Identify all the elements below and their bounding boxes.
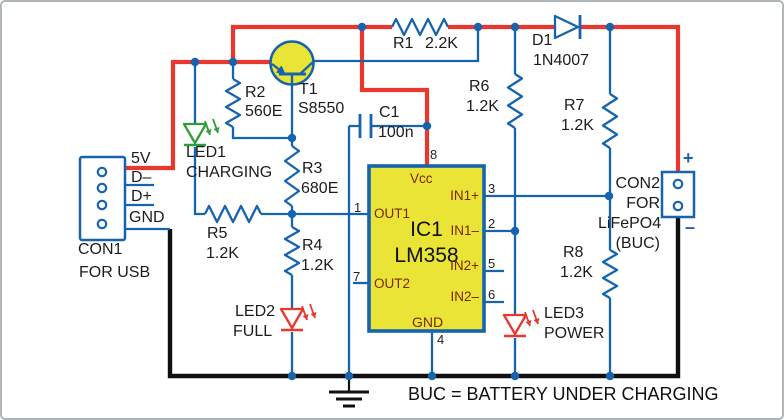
r7-value-label: 1.2K bbox=[561, 117, 594, 134]
d1-value-label: 1N4007 bbox=[533, 52, 590, 69]
r2-value-label: 560E bbox=[245, 103, 283, 120]
con2-desc1-label: FOR bbox=[626, 195, 660, 212]
led3-light-arrows bbox=[524, 309, 540, 327]
ic1-pin4-number: 4 bbox=[437, 332, 445, 347]
r3-value-label: 680E bbox=[301, 180, 339, 197]
ic1-pin-in1p-name: IN1+ bbox=[450, 188, 479, 203]
wire-led1-to-r5 bbox=[193, 147, 205, 216]
led1-function-label: CHARGING bbox=[186, 164, 273, 181]
r5-ref-label: R5 bbox=[207, 225, 228, 242]
ic1-pin1-number: 1 bbox=[354, 200, 362, 215]
con1-pin-dplus-label: D+ bbox=[131, 188, 152, 205]
r2-ref-label: R2 bbox=[245, 84, 266, 101]
ic1-ref-label: IC1 bbox=[410, 218, 443, 241]
r6-ref-label: R6 bbox=[469, 78, 490, 95]
ic1-pin5-number: 5 bbox=[488, 256, 496, 271]
ic1-pin-out2-name: OUT2 bbox=[374, 276, 411, 291]
ic1-pin3-number: 3 bbox=[488, 181, 496, 196]
wire-top-rail-left bbox=[230, 24, 392, 62]
resistor-r7-symbol bbox=[601, 93, 619, 149]
led1-light-arrows bbox=[204, 118, 220, 136]
junction-dots bbox=[190, 22, 615, 381]
led2-light-arrows bbox=[301, 303, 317, 321]
led3-symbol bbox=[502, 309, 540, 338]
wire-top-rail-to-con2 bbox=[580, 24, 681, 172]
r6-value-label: 1.2K bbox=[466, 98, 499, 115]
con2-desc3-label: (BUC) bbox=[615, 235, 660, 252]
con1-pin-gnd-label: GND bbox=[129, 209, 165, 226]
led2-function-label: FULL bbox=[233, 323, 273, 340]
resistor-symbols bbox=[203, 17, 619, 299]
c1-ref-label: C1 bbox=[379, 104, 400, 121]
resistor-r4-symbol bbox=[283, 226, 301, 276]
ic1-pin-in1n-name: IN1– bbox=[450, 223, 479, 238]
ic1-pin7-number: 7 bbox=[353, 269, 361, 284]
led1-ref-label: LED1 bbox=[186, 144, 227, 161]
ic1-pin-vcc-name: Vcc bbox=[410, 171, 433, 186]
transistor-t1-symbol bbox=[269, 40, 315, 86]
resistor-r3-symbol bbox=[283, 145, 301, 207]
t1-ref-label: T1 bbox=[299, 81, 318, 98]
con1-desc-label: FOR USB bbox=[79, 264, 151, 281]
resistor-r1-symbol bbox=[390, 17, 450, 37]
ic1-pin8-number: 8 bbox=[430, 147, 438, 162]
r3-ref-label: R3 bbox=[302, 160, 323, 177]
con1-pin-5v-label: 5V bbox=[131, 150, 151, 167]
r4-value-label: 1.2K bbox=[301, 257, 334, 274]
ic1-part-label: LM358 bbox=[394, 244, 459, 267]
led3-function-label: POWER bbox=[544, 325, 605, 342]
signal-wires bbox=[125, 27, 612, 376]
r5-value-label: 1.2K bbox=[206, 245, 239, 262]
con2-desc2-label: LiFePO4 bbox=[598, 215, 662, 232]
led2-ref-label: LED2 bbox=[235, 303, 276, 320]
con1-pin-dminus-label: D– bbox=[131, 169, 152, 186]
r8-value-label: 1.2K bbox=[560, 264, 593, 281]
led1-symbol bbox=[182, 118, 220, 147]
ic1-pin-in2p-name: IN2+ bbox=[450, 258, 479, 273]
diode-d1-symbol bbox=[553, 14, 582, 40]
ic1-pin6-number: 6 bbox=[488, 287, 496, 302]
wire-5v-feed bbox=[125, 59, 271, 171]
earth-ground-symbol bbox=[329, 378, 369, 408]
wire-r2-bottom bbox=[231, 127, 292, 140]
ic1-pin-in2n-name: IN2– bbox=[450, 289, 479, 304]
resistor-r6-symbol bbox=[506, 73, 524, 129]
buc-note: BUC = BATTERY UNDER CHARGING bbox=[408, 384, 719, 404]
resistor-r8-symbol bbox=[601, 249, 619, 299]
con1-name-label: CON1 bbox=[78, 241, 123, 258]
con2-plus-label: + bbox=[683, 148, 694, 168]
r8-ref-label: R8 bbox=[563, 244, 584, 261]
capacitor-c1-symbol bbox=[358, 114, 373, 138]
con2-label-block: CON2 FOR LiFePO4 (BUC) bbox=[598, 174, 662, 254]
t1-value-label: S8550 bbox=[298, 100, 345, 117]
d1-ref-label: D1 bbox=[532, 32, 553, 49]
ground-bus-wire bbox=[167, 217, 681, 379]
ic1-pin-out1-name: OUT1 bbox=[374, 206, 411, 221]
con1-connector bbox=[78, 155, 127, 242]
ic1-pin-gnd-name: GND bbox=[412, 314, 444, 330]
resistor-r5-symbol bbox=[203, 204, 263, 224]
c1-value-label: 100n bbox=[378, 124, 414, 141]
r1-ref-label: R1 bbox=[393, 35, 414, 52]
con2-name-label: CON2 bbox=[615, 175, 660, 192]
led3-ref-label: LED3 bbox=[544, 305, 585, 322]
emitter-arrow bbox=[276, 65, 286, 75]
r4-ref-label: R4 bbox=[302, 237, 323, 254]
r1-value-label: 2.2K bbox=[425, 35, 458, 52]
ic1-body bbox=[367, 164, 486, 333]
resistor-r2-symbol bbox=[224, 78, 242, 128]
r7-ref-label: R7 bbox=[564, 97, 585, 114]
ic1-pin2-number: 2 bbox=[488, 216, 496, 231]
led2-symbol bbox=[279, 303, 317, 332]
con2-connector bbox=[660, 170, 696, 219]
con2-minus-label: – bbox=[685, 217, 696, 237]
wire-t1-collector bbox=[314, 27, 480, 63]
